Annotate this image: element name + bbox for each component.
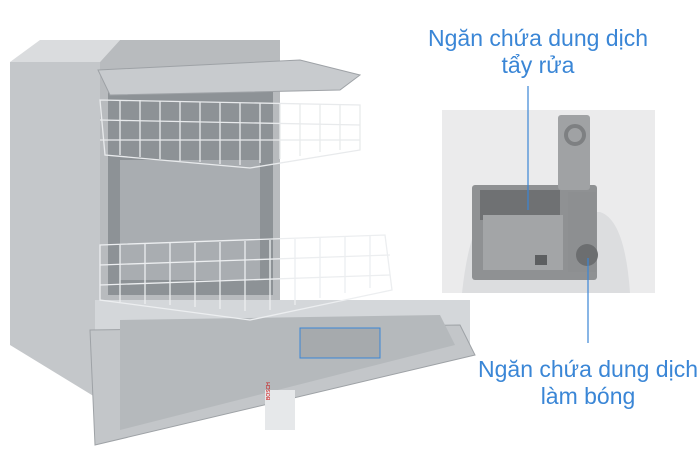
dishwasher: BOSCH: [10, 40, 476, 446]
dispenser-inset-photo: [442, 110, 655, 293]
brand-mark: BOSCH: [266, 382, 272, 400]
callout-rinse-aid-compartment: Ngăn chứa dung dịch làm bóng: [470, 356, 700, 410]
callout-text-line: Ngăn chứa dung dịch: [428, 25, 648, 51]
callout-text-line: làm bóng: [540, 383, 636, 409]
callout-text-line: tẩy rửa: [501, 52, 575, 78]
callout-detergent-compartment: Ngăn chứa dung dịch tẩy rửa: [410, 25, 666, 79]
callout-text-line: Ngăn chứa dung dịch: [478, 356, 698, 382]
